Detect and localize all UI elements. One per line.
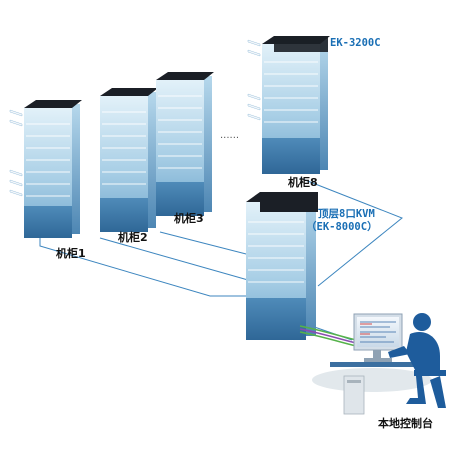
label-kvm-model: （EK-8000C） [306,220,378,233]
label-local-console: 本地控制台 [378,416,433,430]
line-cab3-kvm [159,231,251,256]
connection-lines [39,177,403,341]
console-floor-shadow [312,368,432,392]
top-kvm-rack [246,192,318,340]
label-cabinet-3: 机柜3 [174,211,204,225]
desk-surface [330,362,422,367]
rack-cabinet-1 [9,100,82,238]
rack-cabinet-2 [100,88,158,232]
local-console-station [312,313,446,415]
pc-tower [343,375,365,415]
line-cab8-kvm [299,177,403,287]
kvm-console-cables [299,325,357,347]
rack-cabinet-8 [247,36,330,174]
label-kvm-title: 顶层8口KVM [318,208,375,220]
ellipsis-more-cabinets: ...... [220,130,239,141]
line-cab2-kvm [99,237,249,281]
label-cabinet-8: 机柜8 [288,175,318,189]
person-icon [388,313,446,408]
rack-cabinet-3 [156,72,214,216]
label-cabinet-2: 机柜2 [118,230,148,244]
label-model-ek-3200c: EK-3200C [330,37,381,49]
label-cabinet-1: 机柜1 [56,246,86,260]
